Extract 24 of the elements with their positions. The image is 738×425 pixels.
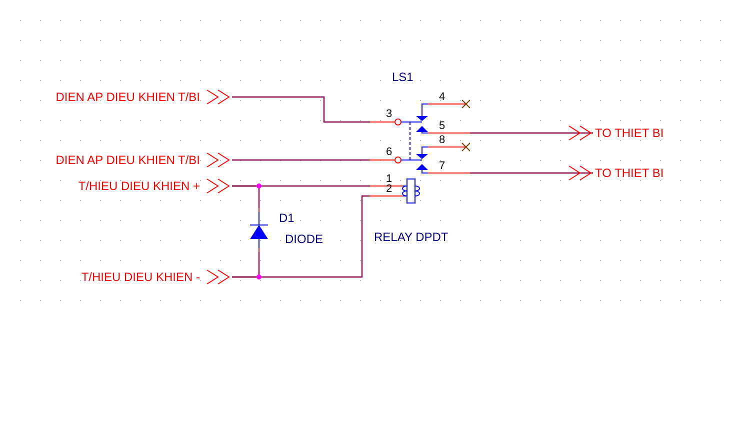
wire xyxy=(470,166,593,180)
wire xyxy=(232,195,370,278)
wire xyxy=(232,159,370,161)
component-value: DIODE xyxy=(285,232,324,246)
port-label: DIEN AP DIEU KHIEN T/BI xyxy=(56,153,200,167)
pin-number: 7 xyxy=(439,161,446,172)
component-value: RELAY DPDT xyxy=(374,230,448,244)
port-label: TO THIET BI xyxy=(595,166,664,180)
port-label: DIEN AP DIEU KHIEN T/BI xyxy=(56,90,200,104)
port-label: TO THIET BI xyxy=(595,126,664,140)
wire xyxy=(232,96,370,123)
pin-number: 3 xyxy=(386,109,392,120)
wire xyxy=(470,126,593,140)
pin-number: 1 xyxy=(386,174,392,185)
pin-number: 8 xyxy=(439,135,446,146)
pin-number: 5 xyxy=(439,121,446,132)
pin-number: 2 xyxy=(386,184,392,195)
wire xyxy=(232,185,260,208)
port-label: T/HIEU DIEU KHIEN + xyxy=(78,179,200,193)
pin-number: 4 xyxy=(439,92,446,103)
pin-number: 6 xyxy=(386,147,392,158)
component-reference: D1 xyxy=(279,211,294,225)
component-reference: LS1 xyxy=(392,70,414,84)
port-label: T/HIEU DIEU KHIEN - xyxy=(81,270,200,284)
